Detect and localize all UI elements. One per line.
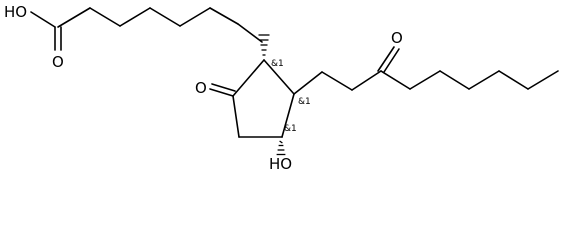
ring-ketone-double-bond <box>209 83 236 97</box>
chain-ketone-oxygen-label: O <box>391 29 403 47</box>
ring-hydroxyl-label: HO <box>269 155 292 173</box>
molecule-structure: HO O O O HO &1 &1 &1 <box>4 3 559 173</box>
atom-labels: HO O O O HO <box>4 3 403 173</box>
c8-hashed-wedge <box>258 34 270 56</box>
c11-stereo-label: &1 <box>284 124 297 134</box>
c8-stereo-label: &1 <box>271 59 284 69</box>
acid-carbonyl-oxygen-label: O <box>52 53 64 71</box>
heptanoic-acid-chain <box>30 7 263 51</box>
oxooctyl-chain <box>293 46 559 95</box>
ring-ketone-oxygen-label: O <box>195 79 207 97</box>
oh-hashed-wedge <box>276 140 286 156</box>
cyclopentane-ring <box>232 59 295 138</box>
stereo-labels: &1 &1 &1 <box>271 59 311 134</box>
c12-stereo-label: &1 <box>298 97 311 107</box>
acid-hydroxyl-label: HO <box>4 3 27 21</box>
